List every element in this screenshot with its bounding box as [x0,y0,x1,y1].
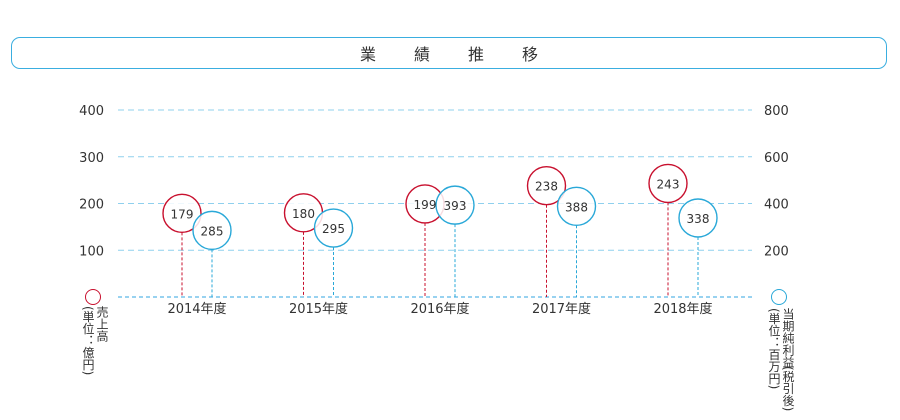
right-legend-paren: (税引後) [781,366,795,412]
right-axis-tick-label: 400 [764,198,789,213]
x-axis-category-label: 2017年度 [532,301,591,317]
profit-data-label: 388 [565,200,588,214]
right-axis-tick-label: 200 [764,244,789,259]
profit-bubble [556,186,597,227]
profit-bubble [678,198,718,238]
x-axis-category-label: 2014年度 [167,301,226,317]
profit-bubble [192,210,232,251]
x-axis-category-label: 2018年度 [653,301,712,317]
left-legend-unit: (単位：億円) [81,306,95,376]
left-axis-tick-label: 300 [79,151,104,166]
revenue-bubble [648,163,688,204]
left-axis-tick-label: 200 [79,198,104,213]
right-axis-tick-label: 600 [764,151,789,166]
title-banner: 業 績 推 移 [11,37,887,69]
right-legend-name: 当期純利益 [781,308,795,368]
revenue-data-label: 180 [292,207,315,221]
revenue-data-label: 238 [535,180,558,194]
right-legend-unit: (単位：百万円) [767,308,781,390]
x-axis-category-label: 2016年度 [410,301,469,317]
left-axis-tick-label: 400 [79,104,104,119]
blue-circle-icon [771,289,787,305]
revenue-data-label: 179 [171,207,194,221]
revenue-bubble [162,193,202,234]
revenue-bubble [526,166,567,206]
revenue-data-label: 243 [657,177,680,191]
x-axis-category-label: 2015年度 [289,301,348,317]
profit-data-label: 338 [687,212,710,226]
revenue-data-label: 199 [414,198,437,212]
chart-title: 業 績 推 移 [359,45,549,64]
red-circle-icon [85,289,101,305]
profit-data-label: 295 [322,222,345,236]
profit-bubble [435,185,475,225]
left-axis-tick-label: 100 [79,244,104,259]
left-legend-name: 売上高 [95,306,109,342]
profit-bubble [313,208,354,248]
profit-data-label: 285 [201,224,224,238]
profit-data-label: 393 [444,199,467,213]
right-axis-tick-label: 800 [764,104,789,119]
